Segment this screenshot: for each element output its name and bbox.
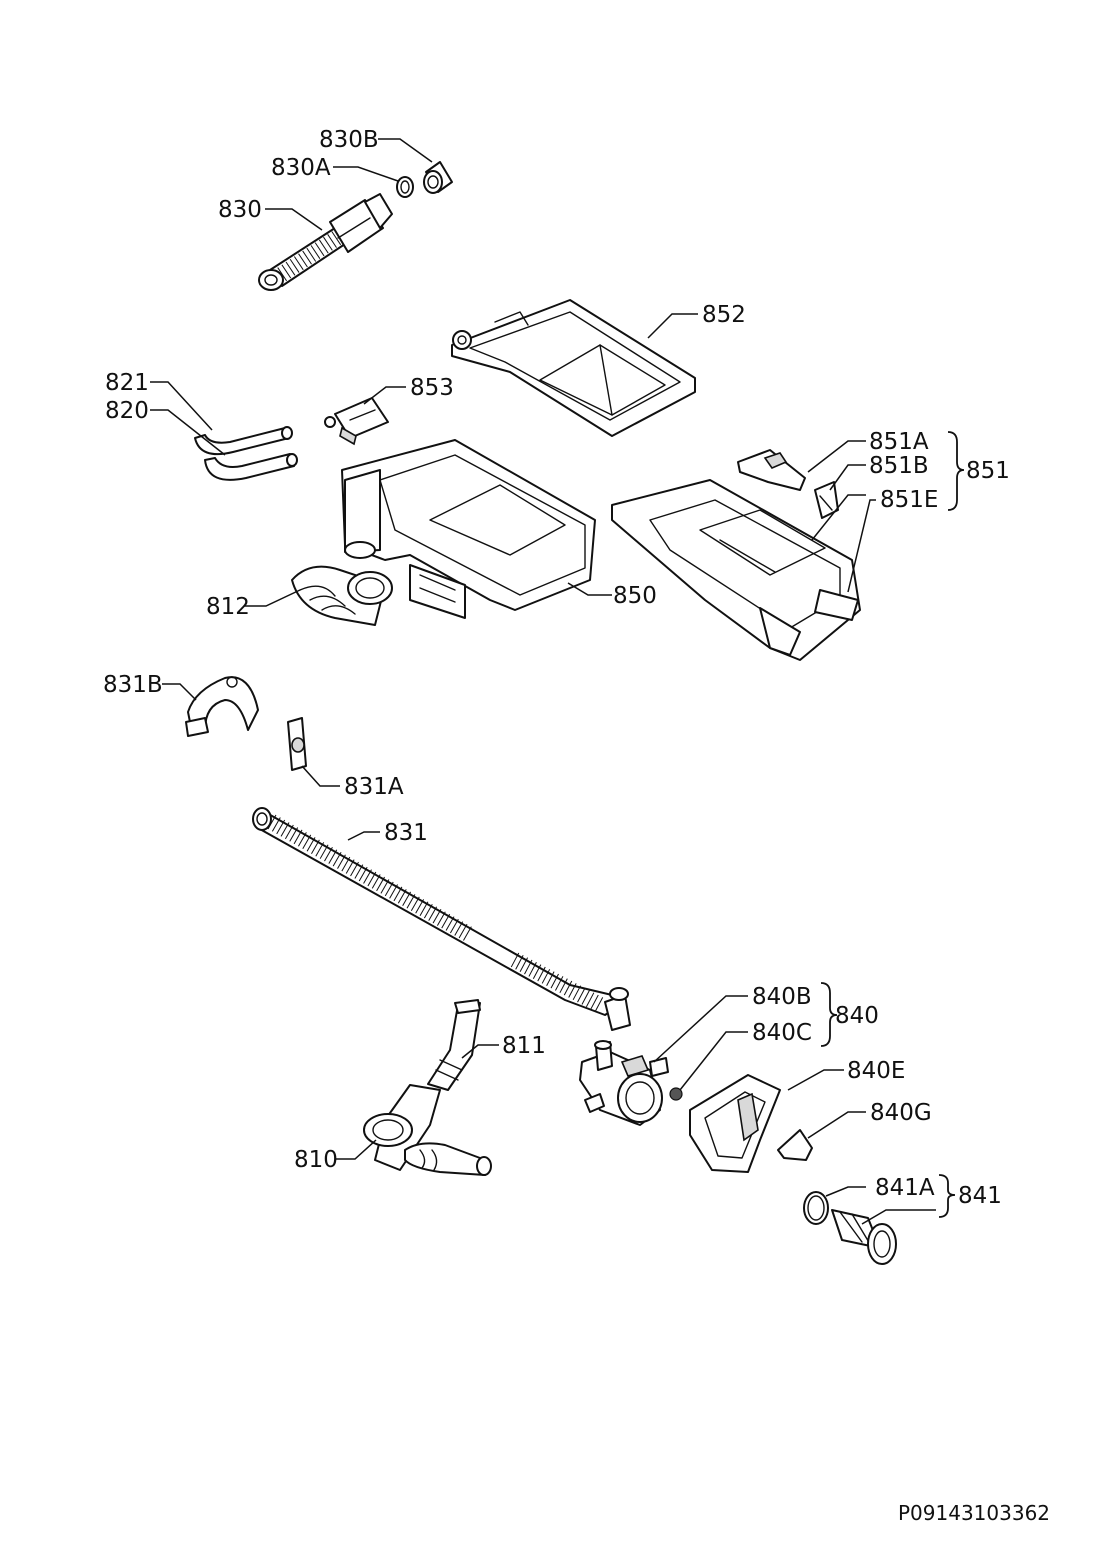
label-811: 811 bbox=[502, 1033, 546, 1059]
label-851A: 851A bbox=[869, 429, 929, 455]
label-853: 853 bbox=[410, 375, 454, 401]
part-830B-filter bbox=[423, 161, 453, 194]
part-853-sensor bbox=[324, 397, 389, 446]
part-820-pipe bbox=[204, 453, 298, 481]
label-820: 820 bbox=[105, 398, 149, 424]
label-851E: 851E bbox=[880, 487, 938, 513]
part-850-dispenser-housing bbox=[341, 439, 596, 619]
part-810-sump bbox=[363, 1084, 492, 1176]
brace-840 bbox=[820, 982, 838, 1047]
part-852-dispenser-cover bbox=[451, 299, 696, 437]
part-840B-seal bbox=[649, 1057, 669, 1077]
part-811-hose bbox=[427, 999, 481, 1091]
brace-851 bbox=[947, 431, 965, 511]
part-851A-cover bbox=[737, 449, 806, 491]
label-850: 850 bbox=[613, 583, 657, 609]
part-840-drain-pump bbox=[579, 1040, 663, 1126]
part-830A-o-ring bbox=[396, 176, 414, 198]
label-840E: 840E bbox=[847, 1058, 905, 1084]
label-852: 852 bbox=[702, 302, 746, 328]
label-830: 830 bbox=[218, 197, 262, 223]
part-840E-pump-cover bbox=[689, 1074, 781, 1173]
part-851-drawer bbox=[611, 479, 861, 661]
leader-lines bbox=[150, 138, 936, 1225]
part-851B-spring bbox=[814, 481, 839, 519]
part-830-inlet-hose bbox=[258, 193, 393, 291]
part-840G-flap bbox=[777, 1129, 813, 1161]
label-830A: 830A bbox=[271, 155, 331, 181]
part-812-bellows bbox=[291, 565, 393, 626]
part-831A-clip bbox=[287, 717, 307, 771]
label-840B: 840B bbox=[752, 984, 812, 1010]
part-821-pipe bbox=[194, 426, 293, 456]
label-841: 841 bbox=[958, 1183, 1002, 1209]
part-841-filter bbox=[831, 1209, 897, 1265]
label-831A: 831A bbox=[344, 774, 404, 800]
label-821: 821 bbox=[105, 370, 149, 396]
label-831B: 831B bbox=[103, 672, 163, 698]
brace-841 bbox=[938, 1174, 956, 1218]
part-831-drain-hose bbox=[252, 807, 631, 1031]
label-840C: 840C bbox=[752, 1020, 812, 1046]
drawing-code: P09143103362 bbox=[898, 1501, 1050, 1525]
label-851: 851 bbox=[966, 458, 1010, 484]
part-labels: 830B 830A 830 852 821 820 853 851A 851B … bbox=[103, 127, 1050, 1525]
label-812: 812 bbox=[206, 594, 250, 620]
part-841A-o-ring bbox=[803, 1191, 829, 1225]
label-841A: 841A bbox=[875, 1175, 935, 1201]
label-840: 840 bbox=[835, 1003, 879, 1029]
label-831: 831 bbox=[384, 820, 428, 846]
part-831B-hose-guide bbox=[185, 676, 259, 737]
label-851B: 851B bbox=[869, 453, 929, 479]
part-840C-gasket bbox=[669, 1087, 683, 1101]
label-830B: 830B bbox=[319, 127, 379, 153]
label-810: 810 bbox=[294, 1147, 338, 1173]
label-840G: 840G bbox=[870, 1100, 932, 1126]
